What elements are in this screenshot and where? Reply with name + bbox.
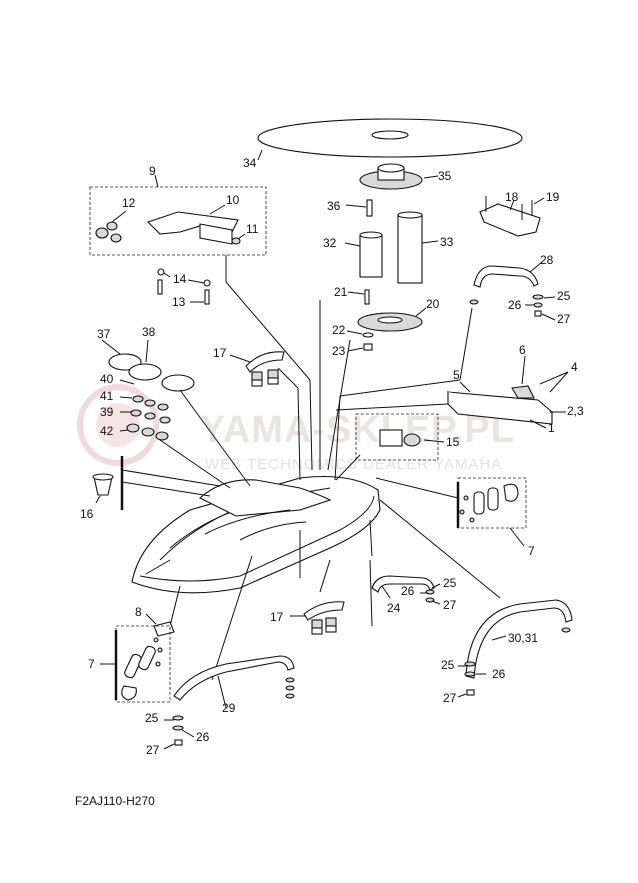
watermark-tagline: WEB TECHNOMICS DEALER YAMAHA [205, 456, 502, 473]
part-34-table-top [257, 118, 523, 161]
part-30-31-rail [457, 599, 573, 698]
callout-39: 39 [100, 405, 114, 419]
callout-19: 19 [546, 190, 560, 204]
part-23-nut [347, 343, 373, 352]
part-1-6-rail-bracket [446, 355, 569, 429]
part-7-hardware-right [456, 477, 527, 547]
callout-34: 34 [243, 156, 257, 170]
boat-hull [131, 476, 381, 594]
callout-35: 35 [438, 169, 452, 183]
part-17-cleat-top [229, 351, 285, 387]
callout-16: 16 [80, 507, 94, 521]
callout-6: 6 [519, 343, 526, 357]
callout-26-bottom: 26 [196, 730, 210, 744]
part-14-13-fasteners [157, 268, 211, 305]
callout-12: 12 [122, 196, 136, 210]
callout-10: 10 [226, 193, 240, 207]
watermark-brand: YAMA-SKLEP.PL [200, 409, 515, 451]
callout-13: 13 [172, 295, 186, 309]
part-20-plate [357, 307, 427, 332]
callout-27-top: 27 [557, 312, 571, 326]
callout-5: 5 [453, 368, 460, 382]
part-16-cup [92, 456, 124, 510]
part-24-rail [371, 575, 441, 605]
callout-27-bottom: 27 [146, 743, 160, 757]
callout-25-right: 25 [441, 658, 455, 672]
callout-26-mid: 26 [401, 584, 415, 598]
callout-30-31: 30,31 [508, 631, 538, 645]
callout-7-right: 7 [528, 544, 535, 558]
part-15-receptacle [355, 413, 445, 461]
callout-25-bottom: 25 [145, 711, 159, 725]
watermark-logo-inner [96, 403, 140, 447]
part-29-rail [163, 655, 295, 750]
part-7-hardware-left [100, 625, 171, 703]
callout-4: 4 [571, 360, 578, 374]
part-17-cleat-bottom [290, 601, 345, 635]
callout-26-top: 26 [508, 298, 522, 312]
callout-27-mid: 27 [443, 598, 457, 612]
callout-28: 28 [540, 253, 554, 267]
part-32-post [344, 231, 383, 278]
callout-27-right: 27 [443, 691, 457, 705]
part-33-post [397, 211, 439, 284]
part-8-bracket [145, 613, 175, 637]
callout-38: 38 [142, 325, 156, 339]
callout-33: 33 [440, 235, 454, 249]
part-22-washer [346, 330, 374, 338]
callout-9: 9 [149, 164, 156, 178]
callout-20: 20 [426, 297, 440, 311]
callout-42: 42 [100, 424, 114, 438]
callout-17-top: 17 [213, 346, 227, 360]
callout-8: 8 [135, 605, 142, 619]
callout-26-right: 26 [492, 667, 506, 681]
callout-25-top: 25 [557, 289, 571, 303]
part-35-base [359, 163, 439, 190]
callout-37: 37 [97, 327, 111, 341]
callout-36: 36 [327, 199, 341, 213]
callout-40: 40 [100, 372, 114, 386]
part-28-handrail [469, 261, 556, 321]
callout-17-bottom: 17 [270, 610, 284, 624]
part-18-19-bracket [479, 196, 545, 237]
callout-18: 18 [505, 190, 519, 204]
callout-24: 24 [387, 601, 401, 615]
diagram-code: F2AJ110-H270 [75, 794, 155, 808]
callout-14: 14 [173, 272, 187, 286]
part-37-42-cup-holders [101, 339, 195, 441]
callout-22: 22 [332, 323, 346, 337]
callout-25-mid: 25 [443, 576, 457, 590]
callout-41: 41 [100, 389, 114, 403]
watermark-logo-icon [77, 384, 159, 466]
leader-lines [121, 255, 501, 681]
watermark: YAMA-SKLEP.PL WEB TECHNOMICS DEALER YAMA… [77, 384, 515, 473]
callout-15: 15 [446, 435, 460, 449]
callout-21: 21 [334, 285, 348, 299]
callout-1: 1 [548, 421, 555, 435]
callout-7-left: 7 [88, 657, 95, 671]
callout-32: 32 [323, 236, 337, 250]
callout-29: 29 [222, 701, 236, 715]
part-36-bolt [345, 199, 373, 217]
part-9-assembly [89, 174, 267, 256]
callout-23: 23 [332, 344, 346, 358]
callout-2-3: 2,3 [567, 404, 584, 418]
part-21-bolt [347, 289, 370, 305]
callout-11: 11 [246, 222, 259, 236]
